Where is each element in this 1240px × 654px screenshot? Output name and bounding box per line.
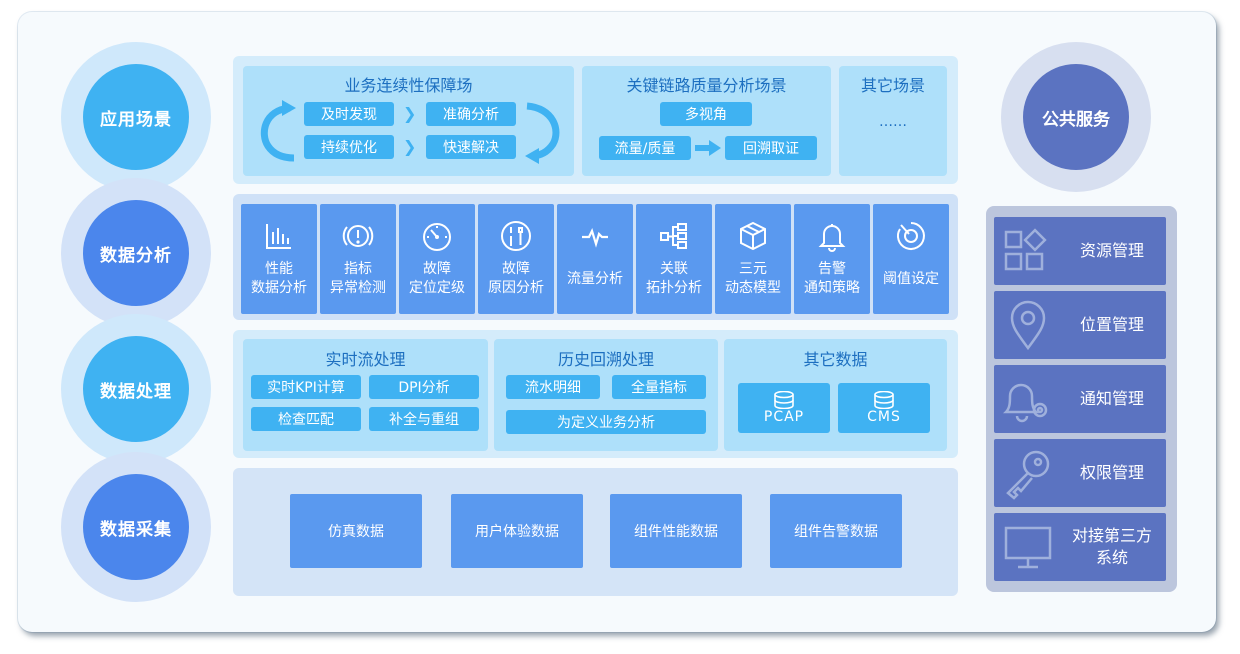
analysis-tile-label: 关联 拓扑分析 <box>646 261 702 296</box>
layer-collection-ring: 数据采集 <box>61 452 211 602</box>
chevron-right-icon: ❯ <box>403 104 417 123</box>
continuity-title: 业务连续性保障场 <box>344 76 473 95</box>
continuity-item-optimize: 持续优化 <box>304 135 394 159</box>
analysis-tile-label: 三元 动态模型 <box>725 261 781 296</box>
layer-analysis-ring: 数据分析 <box>61 178 211 328</box>
alert-circle-icon <box>342 225 374 247</box>
service-third-party: 对接第三方系统 <box>994 513 1166 581</box>
realtime-item-dpi: DPI分析 <box>369 375 479 399</box>
analysis-tile: 故障 原因分析 <box>478 204 554 314</box>
monitor-icon <box>1004 526 1052 569</box>
analysis-tile: 性能 数据分析 <box>241 204 317 314</box>
history-item-business-analysis: 为定义业务分析 <box>506 410 706 434</box>
pcap-label: PCAP <box>763 409 805 425</box>
cycle-right-arrow-icon <box>525 102 560 164</box>
service-resource: 资源管理 <box>994 217 1166 285</box>
layer-collection-label: 数据采集 <box>83 474 189 580</box>
pulse-icon <box>582 228 608 248</box>
analysis-tile-label: 故障 定位定级 <box>409 261 465 296</box>
analysis-tile: 三元 动态模型 <box>715 204 791 314</box>
service-permission: 权限管理 <box>994 439 1166 507</box>
realtime-item-match: 检查匹配 <box>251 407 361 431</box>
cycle-left-arrow-icon <box>260 100 296 162</box>
analysis-tile-label: 告警 通知策略 <box>804 261 860 296</box>
service-label: 通知管理 <box>1079 389 1144 408</box>
analysis-tile: 流量分析 <box>557 204 633 314</box>
topology-icon <box>660 223 687 249</box>
analysis-tile: 指标 异常检测 <box>320 204 396 314</box>
service-label: 位置管理 <box>1079 315 1144 334</box>
flow-quality-pill: 流量/质量 <box>599 136 691 160</box>
analysis-tile: 阈值设定 <box>873 204 949 314</box>
key-icon <box>1006 450 1050 500</box>
threshold-dial-icon <box>897 222 925 250</box>
analysis-tile-label: 指标 异常检测 <box>330 261 386 296</box>
layer-public-label: 公共服务 <box>1023 64 1129 170</box>
shapes-icon <box>1004 228 1047 271</box>
analysis-tile-label: 性能 数据分析 <box>251 261 307 296</box>
service-location: 位置管理 <box>994 291 1166 359</box>
arrow-right-icon <box>695 140 721 156</box>
analysis-tile: 故障 定位定级 <box>399 204 475 314</box>
bell-icon <box>818 224 846 252</box>
tools-icon <box>501 221 531 251</box>
analysis-tile-label: 阈值设定 <box>883 271 939 287</box>
continuity-item-analyze: 准确分析 <box>426 102 516 126</box>
continuity-item-discover: 及时发现 <box>304 102 394 126</box>
collection-item-simulation: 仿真数据 <box>290 494 422 568</box>
history-item-flow-detail: 流水明细 <box>506 375 600 399</box>
service-label: 权限管理 <box>1079 463 1144 482</box>
location-pin-icon <box>1010 300 1046 351</box>
other-scene-ellipsis: …… <box>879 114 907 130</box>
service-label: 资源管理 <box>1079 241 1144 260</box>
gauge-icon <box>423 223 451 251</box>
continuity-panel: 业务连续性保障场 <box>243 66 574 176</box>
multi-view-pill: 多视角 <box>660 102 752 126</box>
analysis-tile: 关联 拓扑分析 <box>636 204 712 314</box>
layer-app-label: 应用场景 <box>83 64 189 170</box>
service-notification: 通知管理 <box>994 365 1166 433</box>
collection-item-user-experience: 用户体验数据 <box>451 494 583 568</box>
cms-label: CMS <box>867 409 901 425</box>
database-icon <box>774 391 794 409</box>
other-data-title: 其它数据 <box>803 350 868 369</box>
pcap-box: PCAP <box>738 383 830 433</box>
continuity-item-resolve: 快速解决 <box>426 135 516 159</box>
realtime-title: 实时流处理 <box>325 350 406 369</box>
analysis-tile-label: 流量分析 <box>567 271 623 287</box>
chevron-right-icon: ❯ <box>403 137 417 156</box>
collection-item-component-alarm: 组件告警数据 <box>770 494 902 568</box>
history-item-full-metrics: 全量指标 <box>612 375 706 399</box>
bell-gear-icon <box>1002 383 1048 423</box>
cube-icon <box>740 221 766 251</box>
bar-chart-icon <box>266 224 291 249</box>
layer-public-ring: 公共服务 <box>1001 42 1151 192</box>
realtime-item-kpi: 实时KPI计算 <box>251 375 361 399</box>
backtrace-pill: 回溯取证 <box>725 136 817 160</box>
other-scene-title: 其它场景 <box>860 76 925 95</box>
service-label: 对接第三方系统 <box>1072 526 1153 567</box>
analysis-tile-label: 故障 原因分析 <box>488 261 544 296</box>
layer-app-ring: 应用场景 <box>61 42 211 192</box>
layer-processing-label: 数据处理 <box>83 336 189 442</box>
collection-item-component-performance: 组件性能数据 <box>610 494 742 568</box>
cms-box: CMS <box>838 383 930 433</box>
realtime-item-reassemble: 补全与重组 <box>369 407 479 431</box>
layer-analysis-label: 数据分析 <box>83 200 189 306</box>
link-quality-title: 关键链路质量分析场景 <box>626 76 787 95</box>
history-title: 历史回溯处理 <box>557 350 654 369</box>
other-scene-panel: 其它场景 …… <box>839 66 947 176</box>
database-icon <box>874 391 894 409</box>
layer-processing-ring: 数据处理 <box>61 314 211 464</box>
analysis-tile: 告警 通知策略 <box>794 204 870 314</box>
